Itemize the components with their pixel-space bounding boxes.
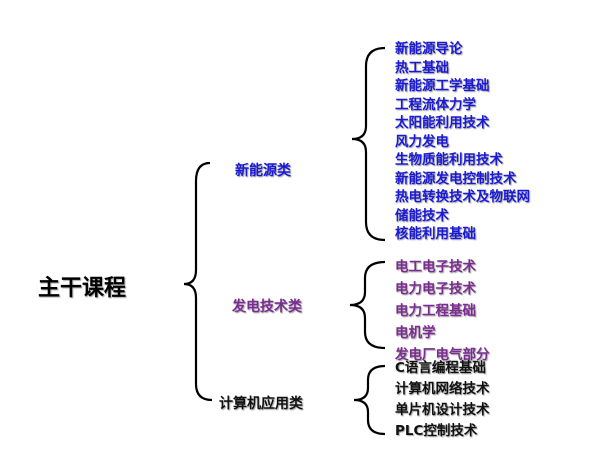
list-item: 电机学 — [395, 325, 436, 341]
list-item: 电工电子技术 — [395, 259, 476, 275]
list-item: 热工基础 — [395, 59, 449, 76]
list-item: 新能源导论 — [395, 41, 463, 57]
list-item: 核能利用基础 — [395, 226, 476, 242]
category-label-new-energy: 新能源类 — [235, 163, 291, 179]
item-list-computer-applications: C语言编程基础 计算机网络技术 单片机设计技术 PLC控制技术 — [395, 358, 490, 442]
item-list-power-generation: 电工电子技术 电力电子技术 电力工程基础 电机学 发电厂电气部分 — [395, 256, 490, 366]
list-item: 电力电子技术 — [395, 281, 476, 297]
root-brace — [183, 161, 213, 402]
root-label: 主干课程 — [38, 276, 127, 301]
list-item: C语言编程基础 — [395, 360, 486, 376]
list-item: 热电转换技术及物联网 — [395, 189, 530, 205]
list-item: 风力发电 — [395, 133, 449, 150]
list-item: 单片机设计技术 — [395, 402, 490, 418]
list-item: 生物质能利用技术 — [395, 152, 503, 168]
list-item: PLC控制技术 — [395, 423, 478, 439]
list-item: 工程流体力学 — [395, 96, 476, 113]
list-item: 储能技术 — [395, 207, 449, 224]
list-item: 发电厂电气部分 — [395, 347, 490, 363]
list-item: 太阳能利用技术 — [395, 115, 490, 131]
computer-brace — [353, 364, 386, 436]
list-item: 电力工程基础 — [395, 303, 476, 319]
new-energy-brace — [351, 46, 386, 242]
list-item: 新能源发电控制技术 — [395, 170, 517, 187]
category-label-power-generation: 发电技术类 — [232, 299, 302, 315]
power-generation-brace — [349, 260, 386, 350]
category-label-computer-applications: 计算机应用类 — [219, 396, 303, 412]
list-item: 计算机网络技术 — [395, 381, 490, 397]
list-item: 新能源工学基础 — [395, 78, 490, 94]
item-list-new-energy: 新能源导论 热工基础 新能源工学基础 工程流体力学 太阳能利用技术 风力发电 生… — [395, 40, 530, 244]
